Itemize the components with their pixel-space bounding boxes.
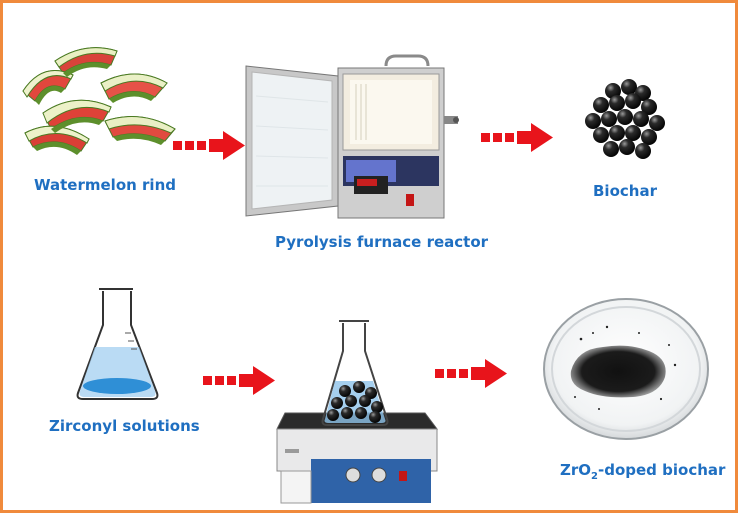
label-biochar: Biochar (593, 182, 657, 200)
label-zirconyl-solutions: Zirconyl solutions (49, 417, 200, 435)
biochar-spheres-image (585, 79, 665, 159)
label-pyrolysis-furnace: Pyrolysis furnace reactor (275, 233, 489, 251)
label-zro2-prefix: ZrO (560, 461, 592, 479)
arrow-icon-3 (203, 366, 275, 395)
label-zro2-subscript: 2 (591, 471, 598, 482)
furnace-icon (245, 54, 459, 219)
label-zro2-suffix: -doped biochar (598, 461, 726, 479)
arrow-icon-4 (435, 359, 507, 388)
watermelon-rind-image (22, 47, 176, 155)
erlenmeyer-flask-icon (76, 288, 159, 400)
hot-plate-stirrer-icon (276, 320, 438, 504)
label-zro2-doped-biochar: ZrO2-doped biochar (560, 461, 725, 482)
petri-dish-icon (543, 298, 709, 440)
label-watermelon-rind: Watermelon rind (34, 176, 176, 194)
arrow-icon-1 (173, 131, 245, 160)
arrow-icon-2 (481, 123, 553, 152)
